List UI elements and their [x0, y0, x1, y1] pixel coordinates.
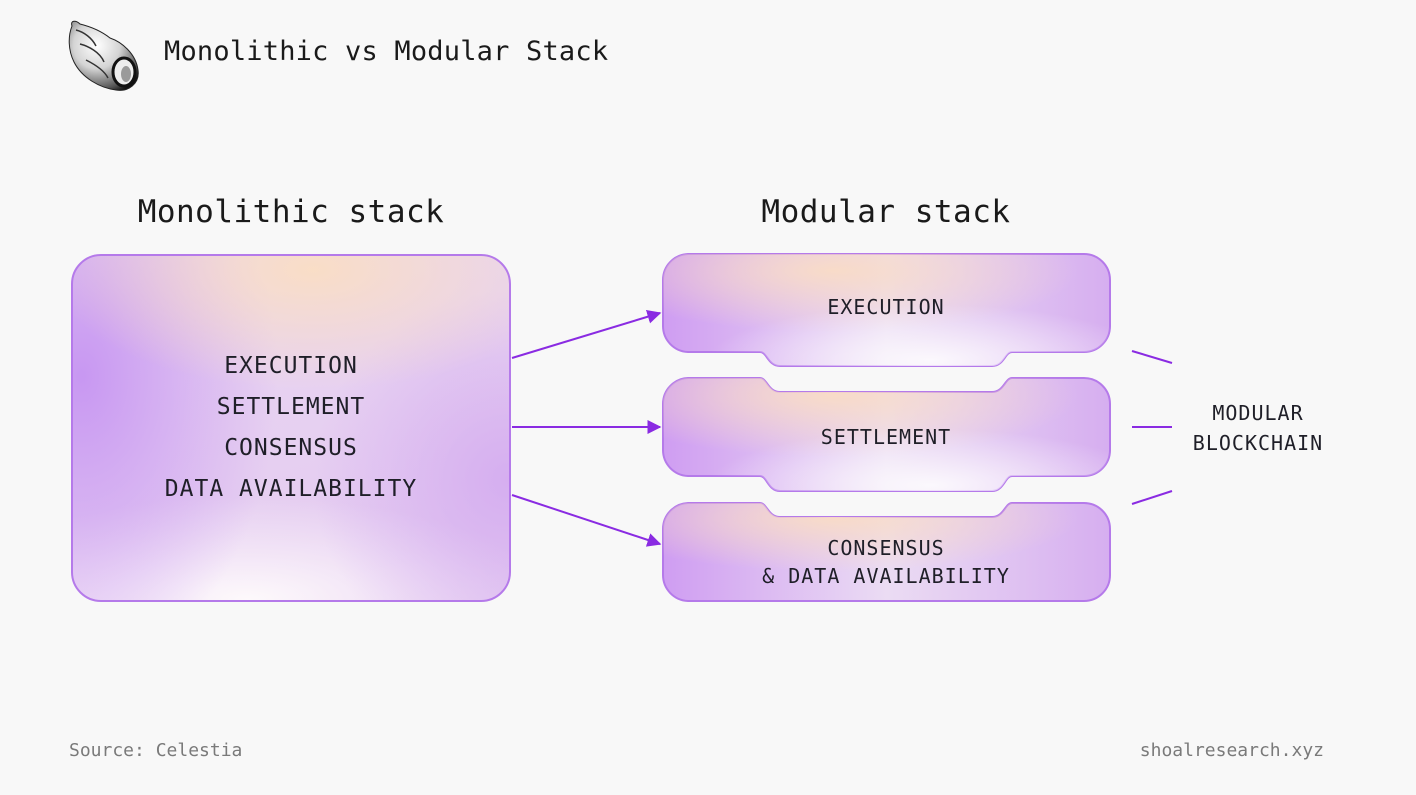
- modular-stack-title: Modular stack: [761, 194, 1011, 230]
- bracket-line-top: [1131, 350, 1173, 364]
- modular-layer-settlement-shape: [662, 377, 1111, 492]
- modular-blockchain-label-line2: BLOCKCHAIN: [1192, 431, 1324, 455]
- modular-blockchain-label-line1: MODULAR: [1212, 401, 1304, 425]
- modular-layer-data-availability-label: & DATA AVAILABILITY: [762, 564, 1010, 588]
- monolithic-layer-consensus: CONSENSUS: [224, 435, 358, 461]
- modular-stack-layers: [662, 253, 1111, 602]
- site-url: shoalresearch.xyz: [1139, 740, 1324, 761]
- modular-layer-settlement-label: SETTLEMENT: [820, 425, 952, 449]
- arrow-to-execution: [511, 309, 662, 359]
- seashell-icon: [68, 20, 139, 91]
- modular-layer-consensus-shape: [662, 502, 1111, 602]
- page-title: Monolithic vs Modular Stack: [164, 36, 609, 67]
- bracket-line-bottom: [1131, 490, 1173, 505]
- monolithic-layer-execution: EXECUTION: [224, 353, 358, 379]
- monolithic-stack-title: Monolithic stack: [137, 194, 445, 230]
- modular-layer-consensus-label: CONSENSUS: [827, 536, 945, 560]
- arrow-to-consensus: [511, 494, 662, 547]
- source-citation: Source: Celestia: [69, 740, 243, 761]
- modular-layer-execution-shape: [662, 253, 1111, 367]
- monolithic-layer-data-availability: DATA AVAILABILITY: [164, 476, 418, 502]
- modular-layer-execution-label: EXECUTION: [827, 295, 945, 319]
- monolithic-stack-box: EXECUTION SETTLEMENT CONSENSUS DATA AVAI…: [71, 254, 511, 602]
- monolithic-layer-settlement: SETTLEMENT: [216, 394, 366, 420]
